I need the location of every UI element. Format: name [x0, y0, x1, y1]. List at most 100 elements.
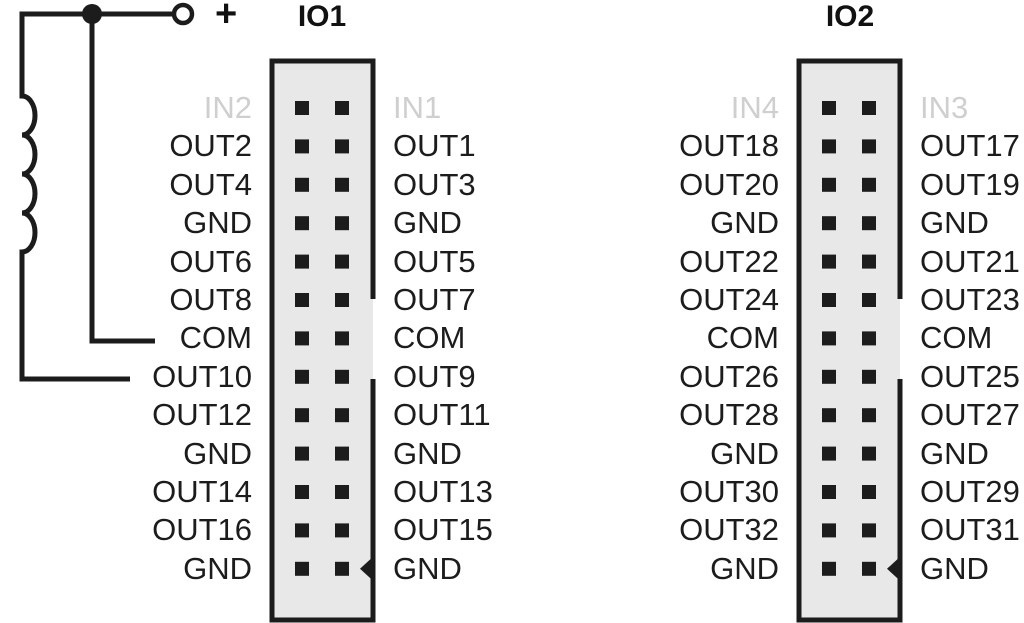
connector-outline — [269, 58, 376, 623]
supply-plus-label: + — [215, 0, 238, 35]
pin-square — [862, 331, 876, 346]
pin-square — [862, 369, 876, 384]
pin-square — [862, 216, 876, 231]
pin-square — [295, 254, 309, 269]
pin-label-left: OUT22 — [679, 243, 779, 279]
pin-square — [822, 485, 836, 499]
pin-label-left: OUT16 — [152, 512, 252, 548]
pin-square — [862, 101, 876, 115]
pin-square — [822, 408, 836, 423]
pin-label-left: OUT26 — [679, 358, 779, 394]
pin-label-left: OUT30 — [679, 474, 779, 509]
pin-square — [335, 216, 349, 231]
pin-square — [822, 254, 836, 269]
pin-label-left: GND — [710, 435, 779, 471]
pin-square — [295, 408, 309, 423]
pin-label-right: GND — [393, 205, 462, 241]
pin-square — [335, 101, 349, 115]
pin-label-left: OUT4 — [169, 166, 252, 202]
pin-label-right: COM — [920, 320, 993, 356]
pin-square — [295, 101, 309, 115]
pin-label-right: GND — [393, 550, 462, 586]
pin-square — [335, 139, 349, 154]
junction-dot — [82, 4, 102, 24]
pin-label-left: OUT32 — [679, 512, 779, 548]
pin-label-right: OUT15 — [393, 512, 493, 548]
pin-square — [862, 561, 876, 576]
pin-square — [335, 561, 349, 576]
pin-square — [335, 254, 349, 269]
pin-square — [295, 139, 309, 154]
connector-io2 — [796, 58, 903, 623]
pin-square — [862, 485, 876, 499]
pin-square — [862, 523, 876, 538]
coil-wire — [19, 11, 172, 382]
pin-square — [862, 177, 876, 192]
pin-square — [822, 369, 836, 384]
pin-square — [335, 446, 349, 461]
pin-square — [822, 177, 836, 192]
pin-label-left: COM — [706, 320, 779, 356]
pin-label-right: OUT23 — [920, 282, 1020, 317]
pin-square — [295, 293, 309, 307]
pin-label-left: OUT12 — [152, 397, 252, 433]
pin-square — [862, 446, 876, 461]
connector-body — [272, 61, 373, 620]
pin-square — [862, 408, 876, 423]
connector-title: IO1 — [297, 0, 347, 33]
pin-label-left: GND — [710, 205, 779, 241]
pin-square — [295, 216, 309, 231]
pin-label-left: GND — [183, 550, 252, 586]
pin-label-left: OUT6 — [169, 243, 252, 279]
pin-label-right: OUT5 — [393, 243, 476, 279]
pin-label-right: OUT19 — [920, 166, 1020, 202]
pin-label-right: GND — [920, 550, 989, 586]
pin1-marker-icon — [887, 557, 899, 580]
pin-label-right: OUT31 — [920, 512, 1020, 548]
pin-label-right: OUT17 — [920, 128, 1020, 164]
pin-label-right: IN3 — [920, 90, 969, 125]
pin-label-left: OUT10 — [152, 358, 252, 394]
com-wire — [89, 14, 155, 344]
connector-title: IO2 — [825, 0, 875, 33]
pin-label-right: OUT7 — [393, 282, 476, 317]
pin-square — [295, 331, 309, 346]
pin-label-left: OUT20 — [679, 166, 779, 202]
pin-square — [335, 369, 349, 384]
pin-label-right: OUT25 — [920, 358, 1020, 394]
pin-square — [295, 523, 309, 538]
pin-label-left: OUT14 — [152, 474, 252, 509]
pin-label-left: COM — [179, 320, 252, 356]
pin1-marker-icon — [360, 557, 372, 580]
pin-square — [335, 485, 349, 499]
pin-square — [862, 293, 876, 307]
pin-square — [335, 408, 349, 423]
pin-square — [822, 561, 836, 576]
pin-label-left: OUT8 — [169, 282, 252, 317]
pin-label-left: GND — [183, 205, 252, 241]
pin-square — [295, 485, 309, 499]
pin-label-left: GND — [710, 550, 779, 586]
pin-square — [822, 293, 836, 307]
connector-outline — [796, 58, 903, 623]
pin-label-left: GND — [183, 435, 252, 471]
pin-square — [335, 177, 349, 192]
pin-label-left: OUT28 — [679, 397, 779, 433]
supply-terminal-icon — [171, 2, 195, 26]
pin-square — [822, 331, 836, 346]
pin-label-left: OUT2 — [169, 128, 252, 164]
pin-square — [335, 331, 349, 346]
pin-square — [335, 293, 349, 307]
pin-label-right: OUT1 — [393, 128, 476, 164]
connector-io1 — [269, 58, 376, 623]
pin-label-right: IN1 — [393, 90, 442, 125]
pin-square — [335, 523, 349, 538]
pin-label-right: OUT13 — [393, 474, 493, 509]
load-wiring — [19, 11, 172, 382]
pin-label-right: OUT29 — [920, 474, 1020, 509]
pin-square — [295, 177, 309, 192]
pin-label-right: OUT27 — [920, 397, 1020, 433]
pin-label-left: IN2 — [203, 90, 252, 125]
pin-label-right: OUT11 — [393, 397, 491, 433]
